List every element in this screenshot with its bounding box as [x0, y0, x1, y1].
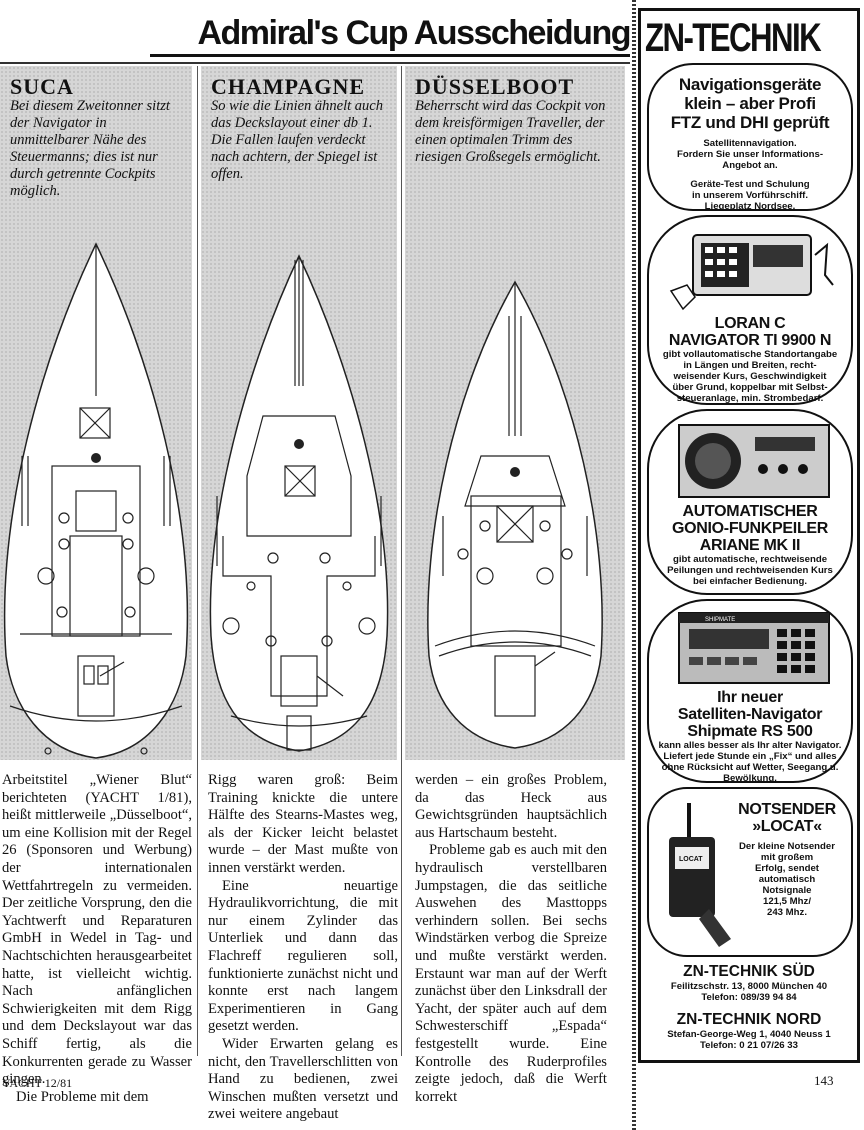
header-rule — [0, 62, 630, 64]
advert-product-ariane: AUTOMATISCHER GONIO-FUNKPEILER ARIANE MK… — [647, 409, 853, 595]
article-paragraph: werden – ein großes Problem, da das Heck… — [415, 772, 607, 841]
article-paragraph: Arbeitstitel „Wiener Blut“ berichteten (… — [2, 772, 192, 1088]
boat-caption-duesselboot: Beherrscht wird das Cockpit von dem krei… — [415, 98, 606, 165]
locat-device-label: LOCAT — [679, 856, 703, 863]
product-title-line: NAVIGATOR TI 9900 N — [668, 332, 832, 349]
article-paragraph: Probleme gab es auch mit den hydraulisch… — [415, 842, 607, 1105]
advert-intro-line: Fordern Sie unser Informations- — [676, 149, 824, 160]
contact-address: Stefan-George-Weg 1, 4040 Neuss 1 — [667, 1029, 831, 1040]
advert-intro-line: Geräte-Test und Schulung — [690, 179, 810, 190]
advert-intro-line: Liegeplatz Nordsee. — [704, 201, 796, 212]
advert-headline-line: Navigationsgeräte — [678, 75, 822, 94]
product-text-line: über Grund, koppelbar mit Selbst- — [672, 382, 828, 393]
page-number: 143 — [814, 1073, 834, 1088]
contact-name: ZN-TECHNIK SÜD — [683, 963, 815, 980]
article-paragraph: Die Probleme mit dem — [16, 1088, 149, 1105]
boat-title-duesselboot: DÜSSELBOOT — [415, 74, 575, 99]
product-text-line: automatisch — [758, 874, 816, 885]
advert-intro-box: Navigationsgeräte klein – aber Profi FTZ… — [647, 63, 853, 212]
deck-plan-duesselboot — [427, 280, 603, 749]
product-text-line: mit großem — [760, 852, 814, 863]
product-text-line: Erfolg, sendet — [755, 863, 819, 874]
product-title-line: NOTSENDER — [738, 801, 836, 818]
contact-address: Feilitzschstr. 13, 8000 München 40 — [670, 981, 828, 992]
article-column-1: Arbeitstitel „Wiener Blut“ berichteten (… — [2, 772, 192, 1105]
article-column-3: werden – ein großes Problem, da das Heck… — [415, 772, 607, 1105]
magazine-issue: YACHT 12/81 — [2, 1076, 73, 1090]
advert-intro-line: in unserem Vorführschiff. — [691, 190, 809, 201]
product-title-line: Shipmate RS 500 — [687, 723, 813, 740]
product-title-line: Ihr neuer — [717, 689, 783, 706]
advert-intro-line: Satellitennavigation. — [703, 138, 797, 149]
product-text-line: steueranlage, min. Strombedarf. — [676, 393, 824, 404]
product-text-line: ohne Rücksicht auf Wetter, Seegang u. — [661, 762, 839, 773]
product-title-line: AUTOMATISCHER — [682, 503, 818, 520]
product-title-line: ARIANE MK II — [699, 537, 801, 554]
advert-brand: ZN-TECHNIK — [645, 16, 822, 60]
contact-phone: Telefon: 089/39 94 84 — [701, 992, 797, 1003]
contact-phone: Telefon: 0 21 07/26 33 — [700, 1040, 798, 1051]
product-title-line: LORAN C — [714, 315, 786, 332]
product-text-line: Liefert jede Stunde ein „Fix“ und alles — [663, 751, 837, 762]
product-text-line: 121,5 Mhz/ — [763, 896, 811, 907]
advert-intro-line: Angebot an. — [722, 160, 778, 171]
product-text-line: bei einfacher Bedienung. — [692, 576, 808, 587]
shipmate-device-label: SHIPMATE — [705, 617, 735, 623]
article-paragraph: Eine neuartige Hydraulikvorrichtung, die… — [208, 877, 398, 1035]
advert-contact-nord: ZN-TECHNIK NORD Stefan-George-Weg 1, 404… — [645, 1011, 853, 1051]
boat-title-champagne: CHAMPAGNE — [211, 74, 366, 99]
satellite-navigator-image: SHIPMATE — [678, 612, 830, 684]
product-text-line: kann alles besser als Ihr alter Navigato… — [658, 740, 842, 751]
article-paragraph: Wider Erwarten gelang es nicht, den Trav… — [208, 1035, 398, 1123]
deck-plan-panel-suca: SUCA Bei diesem Zweitonner sitzt der Nav… — [0, 66, 192, 760]
article-paragraph: Rigg waren groß: Beim Training knickte d… — [208, 772, 398, 876]
product-text-line: gibt automatische, rechtweisende — [672, 554, 828, 565]
advert-product-loran: LORAN C NAVIGATOR TI 9900 N gibt vollaut… — [647, 215, 853, 405]
zn-technik-advert: ZN-TECHNIK Navigationsgeräte klein – abe… — [638, 8, 860, 1063]
column-divider — [197, 66, 198, 1056]
advert-contact-sued: ZN-TECHNIK SÜD Feilitzschstr. 13, 8000 M… — [645, 963, 853, 1003]
advert-product-locat: LOCAT NOTSENDER »LOCAT« Der kleine Notse… — [647, 787, 853, 957]
emergency-beacon-image: LOCAT — [669, 803, 731, 947]
product-text-line: gibt vollautomatische Standortangabe — [662, 349, 838, 360]
deck-plan-champagne — [209, 254, 389, 752]
product-text-line: 243 Mhz. — [767, 907, 807, 918]
advert-headline-line: FTZ und DHI geprüft — [670, 113, 830, 132]
advert-separator — [632, 0, 636, 1130]
boat-caption-suca: Bei diesem Zweitonner sitzt der Navigato… — [10, 98, 170, 199]
product-text-line: Der kleine Notsender — [739, 841, 835, 852]
advert-product-shipmate: SHIPMATE Ihr neuer Satelliten-Navigator … — [647, 599, 853, 784]
product-title-line: »LOCAT« — [752, 818, 822, 835]
loran-navigator-image — [669, 234, 834, 311]
advert-headline-line: klein – aber Profi — [684, 94, 816, 113]
page-headline: Admiral's Cup Ausscheidung — [150, 14, 632, 57]
product-text-line: in Längen und Breiten, recht- — [683, 360, 817, 371]
product-text-line: weisender Kurs, Geschwindigkeit — [673, 371, 827, 382]
contact-name: ZN-TECHNIK NORD — [676, 1011, 822, 1028]
product-title-line: GONIO-FUNKPEILER — [671, 520, 829, 537]
product-text-line: Bewölkung. — [723, 773, 777, 784]
article-column-2: Rigg waren groß: Beim Training knickte d… — [208, 772, 398, 1122]
boat-caption-champagne: So wie die Linien ähnelt auch das Decksl… — [211, 98, 383, 182]
boat-title-suca: SUCA — [10, 74, 74, 99]
product-text-line: Notsignale — [762, 885, 812, 896]
deck-plan-panel-champagne: CHAMPAGNE So wie die Linien ähnelt auch … — [201, 66, 397, 760]
column-divider — [401, 66, 402, 1056]
deck-plan-suca — [3, 242, 189, 759]
deck-plan-panel-duesselboot: DÜSSELBOOT Beherrscht wird das Cockpit v… — [405, 66, 625, 760]
product-title-line: Satelliten-Navigator — [677, 706, 823, 723]
product-text-line: Peilungen und rechtweisenden Kurs — [667, 565, 833, 576]
radio-direction-finder-image — [678, 424, 830, 498]
